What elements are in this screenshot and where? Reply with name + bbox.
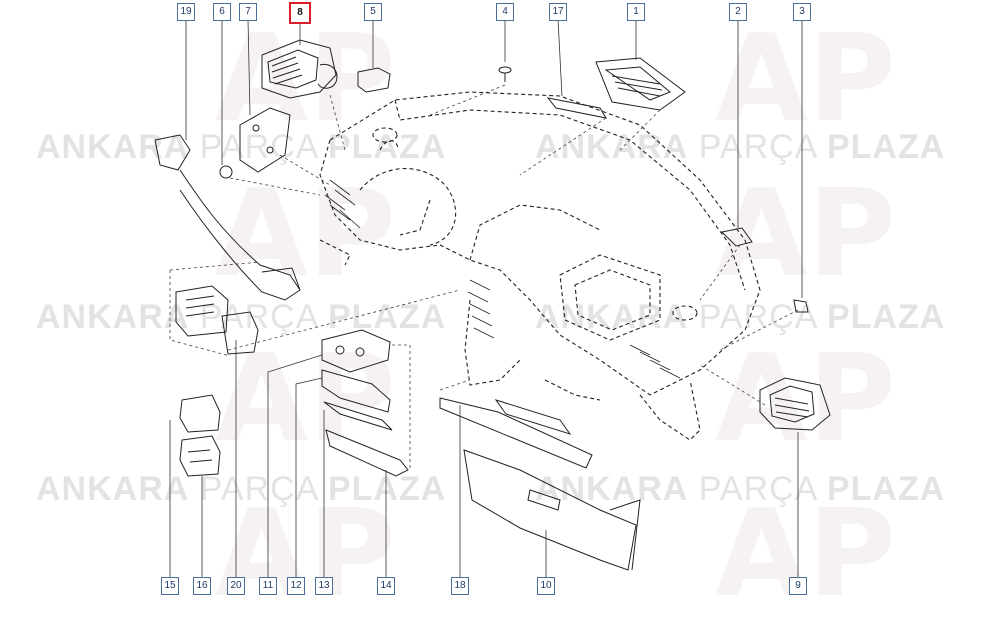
part-3-clip: [793, 299, 809, 313]
callout-9[interactable]: 9: [789, 577, 807, 595]
part-2-bracket: [720, 227, 753, 247]
callout-5[interactable]: 5: [364, 3, 382, 21]
part-20-vent-block: [175, 285, 259, 355]
callout-18[interactable]: 18: [451, 577, 469, 595]
callout-4[interactable]: 4: [496, 3, 514, 21]
callout-3[interactable]: 3: [793, 3, 811, 21]
watermark-text: ANKARA PARÇA PLAZA: [535, 298, 946, 336]
callout-14[interactable]: 14: [377, 577, 395, 595]
part-19-air-duct: [154, 134, 301, 301]
part-15-switch-panel: [179, 394, 221, 433]
callout-20[interactable]: 20: [227, 577, 245, 595]
callout-8-highlighted[interactable]: 8: [289, 2, 311, 24]
part-13-trim: [323, 401, 393, 431]
watermark-text: ANKARA PARÇA PLAZA: [36, 128, 447, 166]
callout-2[interactable]: 2: [729, 3, 747, 21]
callout-19[interactable]: 19: [177, 3, 195, 21]
part-12-panel: [321, 369, 391, 413]
part-11-panel: [321, 329, 391, 373]
callout-17[interactable]: 17: [549, 3, 567, 21]
part-18-trim-strip: [439, 397, 593, 469]
dashed-leaders: [169, 84, 799, 470]
watermark-logo: AP: [215, 10, 396, 149]
part-6-clip: [219, 165, 233, 179]
part-4-screw: [498, 66, 512, 82]
watermark-text: ANKARA PARÇA PLAZA: [36, 470, 447, 508]
watermark-logo: AP: [215, 485, 396, 624]
watermark-logo: AP: [715, 10, 896, 149]
part-7-bezel: [239, 107, 291, 173]
callout-1[interactable]: 1: [627, 3, 645, 21]
part-5-switch: [357, 67, 391, 93]
leader-lines: [169, 18, 803, 578]
watermark-logo: AP: [715, 330, 896, 469]
part-14-bracket: [325, 429, 409, 477]
part-8-side-air-vent: [261, 39, 338, 99]
callout-11[interactable]: 11: [259, 577, 277, 595]
part-1-center-vent: [595, 57, 686, 111]
callout-10[interactable]: 10: [537, 577, 555, 595]
dashboard-outline: [319, 91, 761, 441]
watermark-logo: AP: [715, 165, 896, 304]
callout-6[interactable]: 6: [213, 3, 231, 21]
part-16-switch-panel: [179, 435, 221, 477]
watermark-text: ANKARA PARÇA PLAZA: [535, 470, 946, 508]
watermark-text: ANKARA PARÇA PLAZA: [535, 128, 946, 166]
callout-7[interactable]: 7: [239, 3, 257, 21]
part-9-right-air-vent: [759, 377, 831, 431]
exploded-view-drawing: [154, 18, 831, 578]
callout-12[interactable]: 12: [287, 577, 305, 595]
callout-15[interactable]: 15: [161, 577, 179, 595]
parts-diagram: AP AP AP AP AP AP AP AP ANKARA PARÇA PLA…: [36, 2, 946, 615]
callout-13[interactable]: 13: [315, 577, 333, 595]
watermark-logo: AP: [215, 330, 396, 469]
hatched-detail: [324, 179, 681, 379]
callout-16[interactable]: 16: [193, 577, 211, 595]
part-10-glove-box: [463, 449, 641, 571]
